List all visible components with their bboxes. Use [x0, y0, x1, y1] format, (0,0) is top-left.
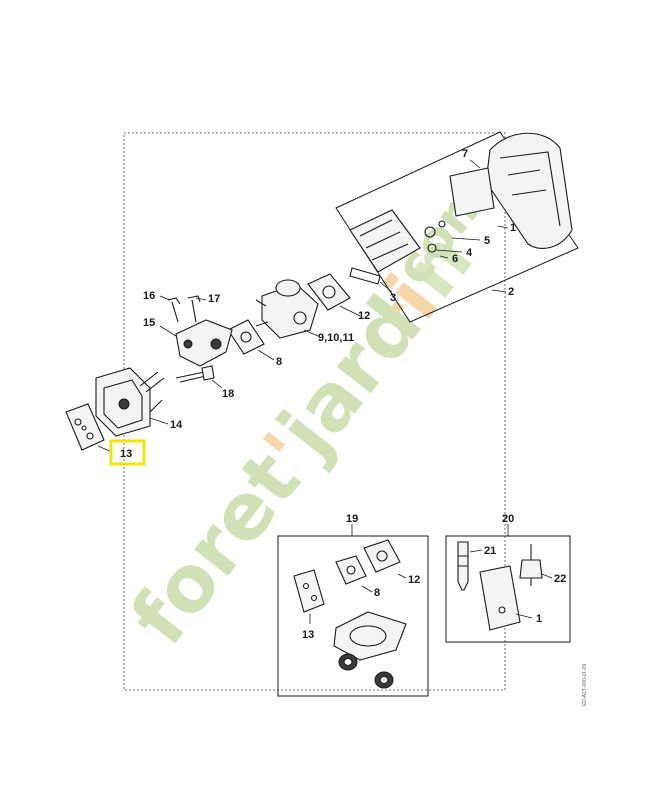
kit-air-filter [479, 565, 521, 631]
flange-group [65, 367, 169, 453]
callout-14[interactable]: 14 [170, 419, 183, 431]
manifold-15 [175, 319, 233, 367]
callout-18[interactable]: 18 [222, 388, 234, 400]
kit-20-callout-1[interactable]: 1 [536, 613, 542, 625]
fuel-filter [519, 559, 543, 579]
reference-code: ED-AZT-000-01-09 [582, 664, 588, 706]
callout-2[interactable]: 2 [508, 286, 514, 298]
callout-17[interactable]: 17 [208, 293, 220, 305]
callout-13[interactable]: 13 [120, 448, 132, 460]
gasket-13 [65, 403, 105, 451]
callout-16[interactable]: 16 [143, 290, 155, 302]
intake-flange [349, 209, 421, 273]
callout-5[interactable]: 5 [484, 235, 490, 247]
kit-gasket-12 [363, 539, 401, 573]
callout-4[interactable]: 4 [466, 247, 473, 259]
callout-1[interactable]: 1 [510, 222, 516, 234]
kit-20-callout-22[interactable]: 22 [554, 573, 566, 585]
callout-7[interactable]: 7 [462, 148, 468, 160]
kit-19-callout-12[interactable]: 12 [408, 574, 420, 586]
kit-20-callout-21[interactable]: 21 [484, 545, 496, 557]
kit-gasket-8 [335, 555, 367, 585]
kit-head-gasket [333, 611, 407, 661]
kit-20 [445, 524, 571, 643]
callout-8[interactable]: 8 [276, 356, 282, 368]
kit-gasket-13 [293, 569, 325, 613]
callout-9-10-11[interactable]: 9,10,11 [318, 332, 354, 344]
highlight-box [109, 439, 146, 466]
air-filter [449, 167, 495, 217]
callout-15[interactable]: 15 [143, 317, 155, 329]
kit-19 [277, 524, 429, 697]
kit-19-callout-8[interactable]: 8 [374, 587, 380, 599]
kit-19-label[interactable]: 19 [346, 513, 358, 525]
callout-12[interactable]: 12 [358, 310, 370, 322]
callout-6[interactable]: 6 [452, 253, 458, 265]
assembly-outline [123, 132, 506, 691]
callout-3[interactable]: 3 [390, 292, 396, 304]
gasket-8 [227, 319, 265, 355]
filter-cover [485, 132, 573, 249]
carburetor-group [159, 273, 361, 389]
kit-20-label[interactable]: 20 [502, 513, 514, 525]
gasket-12 [307, 273, 351, 311]
air-filter-housing-group [335, 131, 579, 323]
kit-19-callout-13[interactable]: 13 [302, 629, 314, 641]
callout-labels: 7 1 5 4 6 3 2 12 9,10,11 8 16 17 15 18 1… [120, 148, 566, 641]
